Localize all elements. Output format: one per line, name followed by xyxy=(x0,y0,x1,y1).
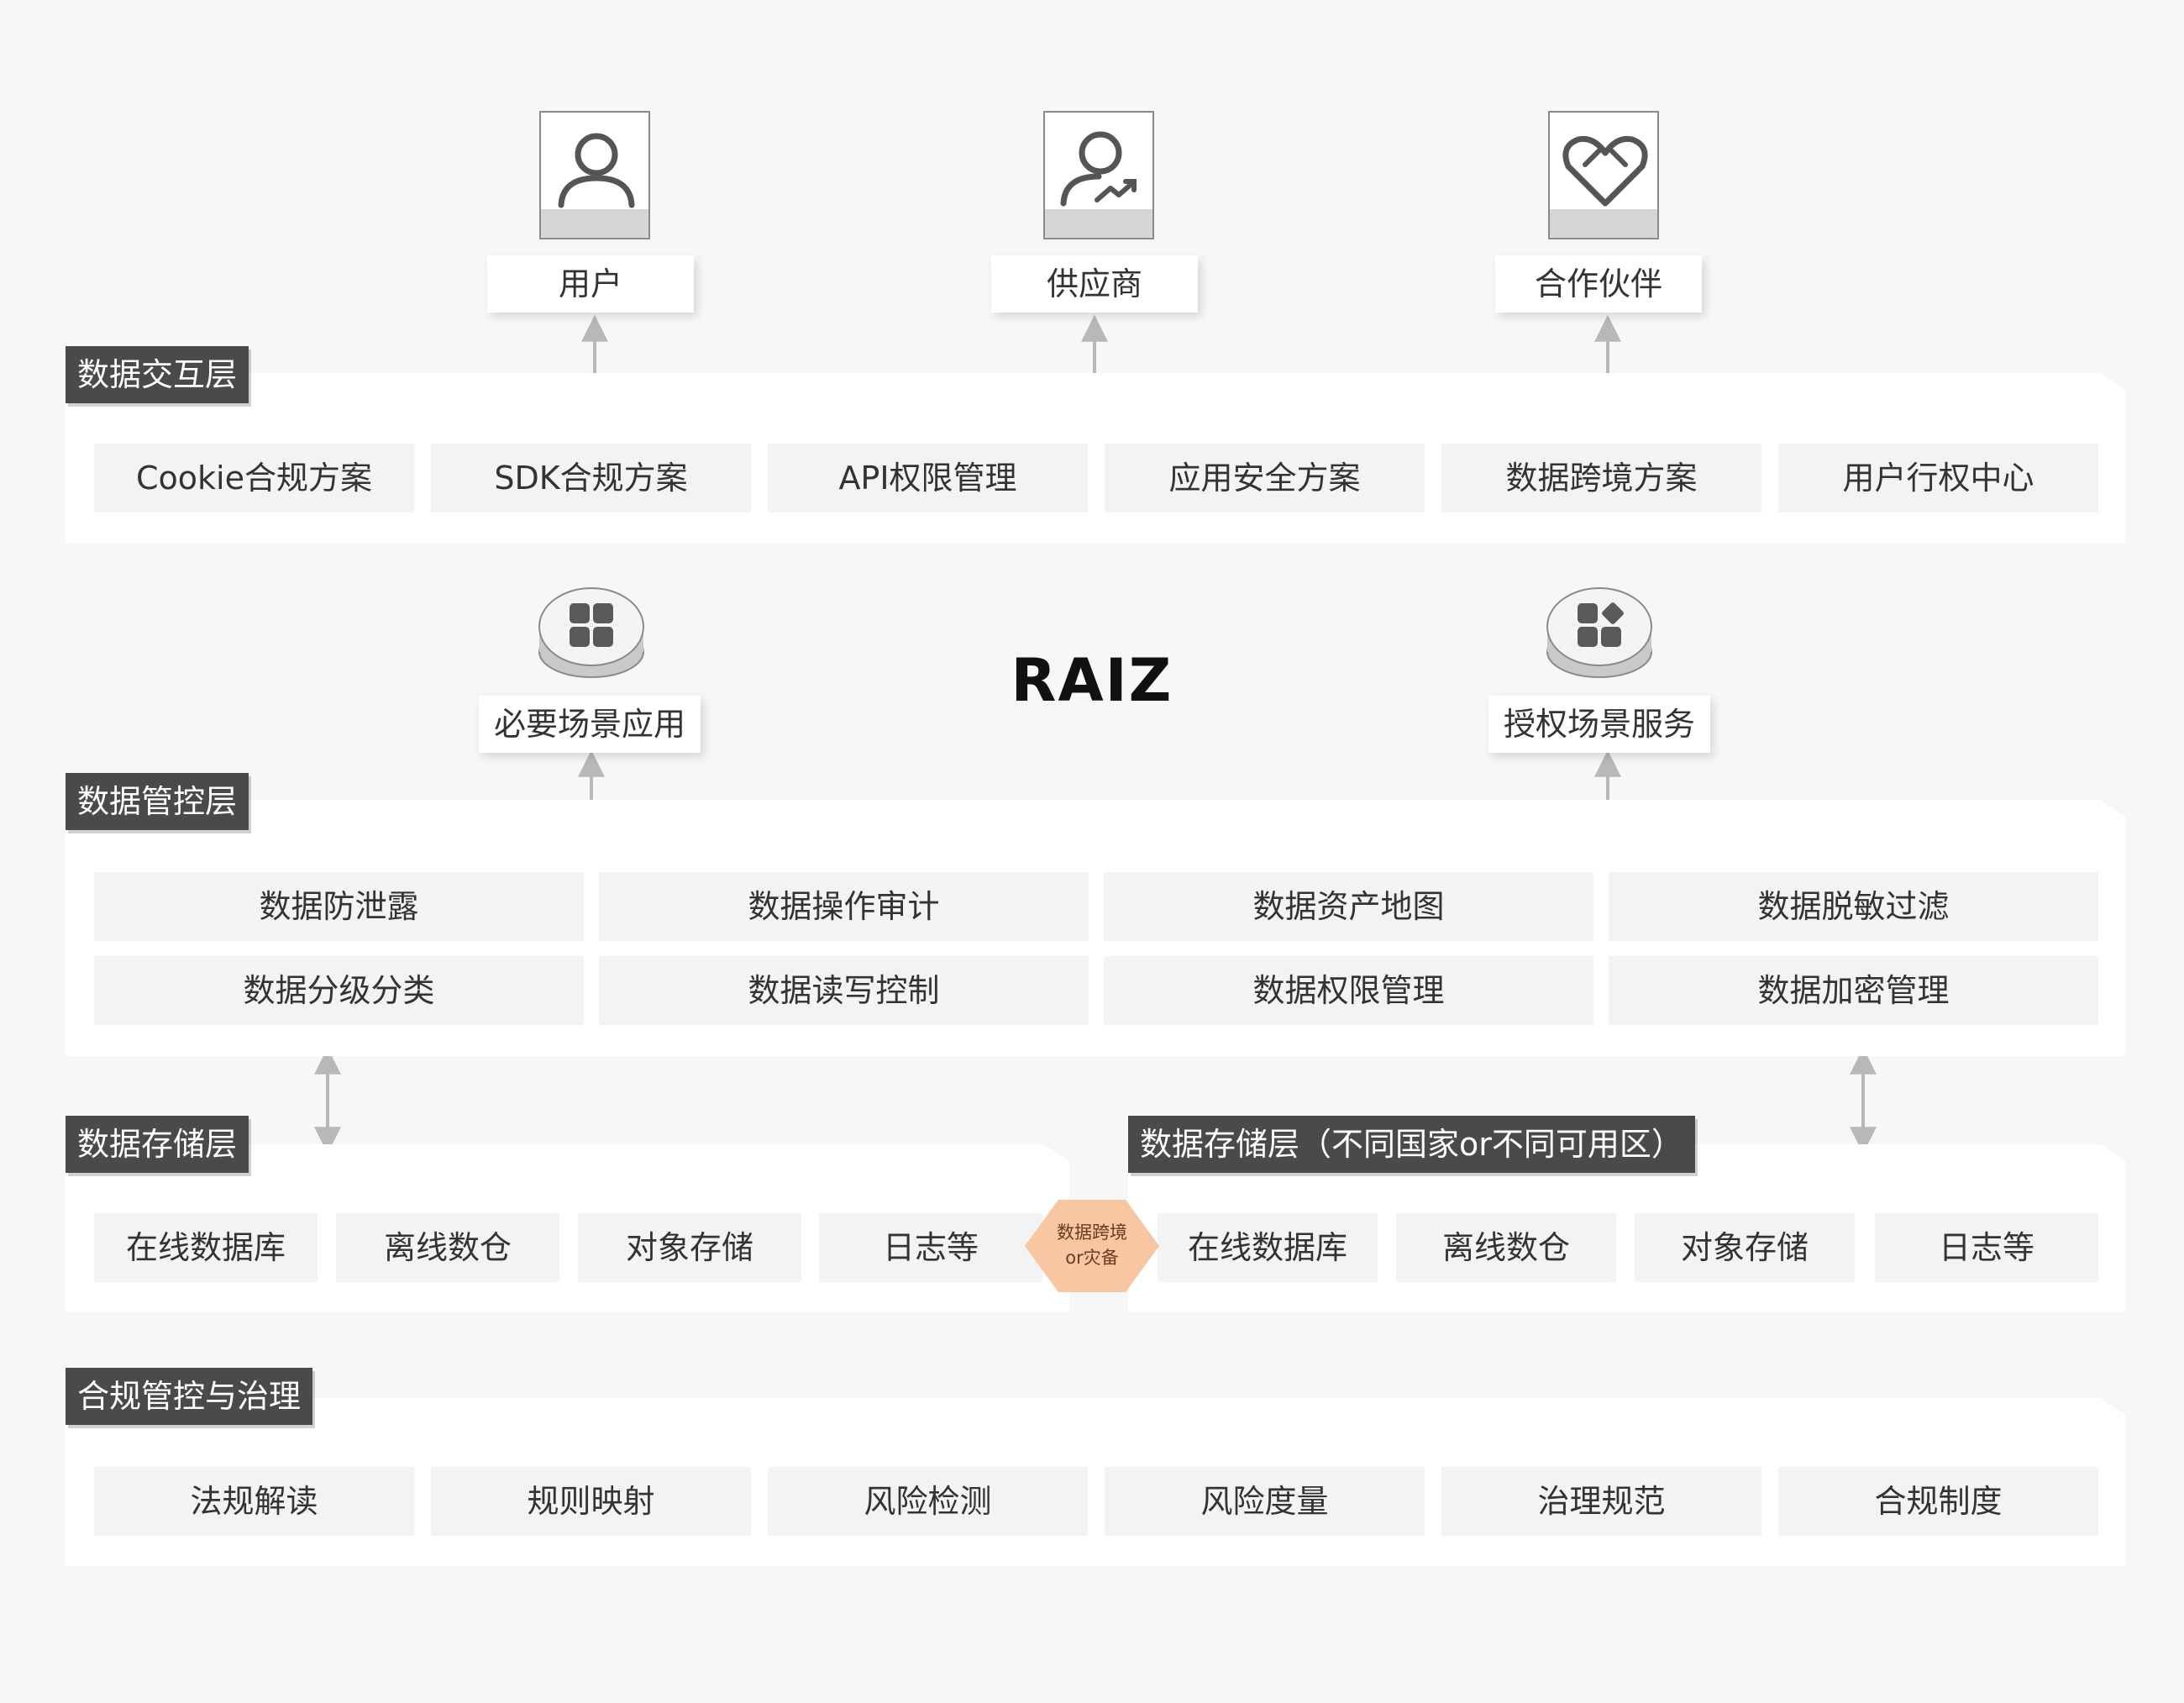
storage-right-object: 对象存储 xyxy=(1635,1213,1855,1282)
storage-left-object: 对象存储 xyxy=(578,1213,801,1282)
storage-right-online-db: 在线数据库 xyxy=(1158,1213,1378,1282)
partner-icon-card xyxy=(1548,111,1659,239)
control-item-audit: 数据操作审计 xyxy=(599,872,1089,941)
control-item-encryption: 数据加密管理 xyxy=(1609,956,2098,1025)
compliance-item-rule-mapping: 规则映射 xyxy=(431,1467,751,1536)
interaction-layer-title: 数据交互层 xyxy=(66,346,249,403)
control-item-permissions: 数据权限管理 xyxy=(1104,956,1593,1025)
cross-border-bridge-label: 数据跨境 or灾备 xyxy=(1025,1220,1159,1270)
interaction-item-sdk: SDK合规方案 xyxy=(431,444,751,512)
supplier-icon xyxy=(1060,131,1137,207)
storage-right-warehouse: 离线数仓 xyxy=(1396,1213,1616,1282)
user-icon-card xyxy=(539,111,650,239)
control-item-classification: 数据分级分类 xyxy=(94,956,584,1025)
interaction-item-app-security: 应用安全方案 xyxy=(1105,444,1425,512)
control-item-asset-map: 数据资产地图 xyxy=(1104,872,1593,941)
storage-left-warehouse: 离线数仓 xyxy=(336,1213,559,1282)
compliance-layer-title: 合规管控与治理 xyxy=(66,1368,313,1425)
compliance-item-governance: 治理规范 xyxy=(1441,1467,1761,1536)
supplier-icon-card xyxy=(1043,111,1154,239)
control-layer-title: 数据管控层 xyxy=(66,773,249,830)
partner-icon xyxy=(1562,135,1648,207)
storage-left-logs: 日志等 xyxy=(819,1213,1042,1282)
bridge-line-2: or灾备 xyxy=(1065,1248,1119,1268)
user-icon xyxy=(558,133,635,208)
compliance-item-risk-detection: 风险检测 xyxy=(768,1467,1088,1536)
interaction-item-cross-border: 数据跨境方案 xyxy=(1441,444,1761,512)
service-label-authorized: 授权场景服务 xyxy=(1488,696,1710,753)
interaction-item-user-rights: 用户行权中心 xyxy=(1778,444,2098,512)
storage-right-logs: 日志等 xyxy=(1875,1213,2098,1282)
control-item-dlp: 数据防泄露 xyxy=(94,872,584,941)
bridge-line-1: 数据跨境 xyxy=(1057,1222,1127,1243)
storage-left-online-db: 在线数据库 xyxy=(94,1213,318,1282)
storage-left-title: 数据存储层 xyxy=(66,1116,249,1173)
storage-right-title: 数据存储层（不同国家or不同可用区） xyxy=(1128,1116,1695,1173)
compliance-item-regulation: 法规解读 xyxy=(94,1467,414,1536)
service-label-essential: 必要场景应用 xyxy=(479,696,701,753)
control-item-masking: 数据脱敏过滤 xyxy=(1609,872,2098,941)
actor-label-user: 用户 xyxy=(487,255,694,313)
raiz-logo: RAIZ xyxy=(1011,646,1173,715)
compliance-item-risk-measure: 风险度量 xyxy=(1105,1467,1425,1536)
apps-add-icon xyxy=(1546,587,1652,678)
actor-label-partner: 合作伙伴 xyxy=(1495,255,1702,313)
compliance-item-policy: 合规制度 xyxy=(1778,1467,2098,1536)
interaction-item-cookie: Cookie合规方案 xyxy=(94,444,414,512)
control-item-rw-control: 数据读写控制 xyxy=(599,956,1089,1025)
apps-grid-icon xyxy=(538,587,644,678)
actor-label-supplier: 供应商 xyxy=(991,255,1198,313)
interaction-item-api: API权限管理 xyxy=(768,444,1088,512)
